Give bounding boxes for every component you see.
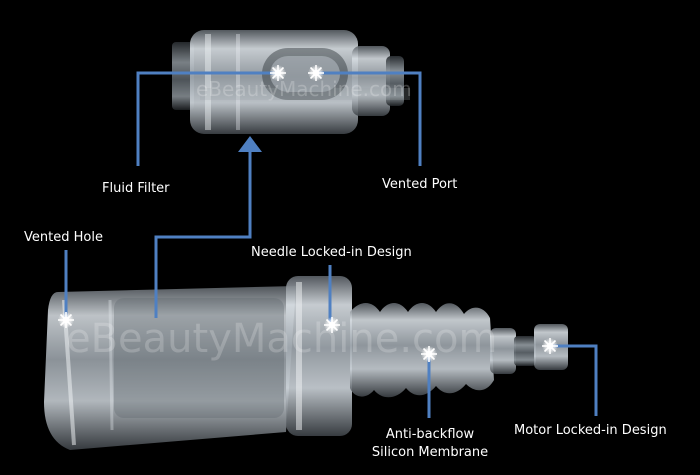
top-cartridge (172, 30, 410, 134)
anti-backflow-label: Anti-backflow Silicon Membrane (370, 426, 490, 462)
anti-backflow-label-line-1: Anti-backflow (385, 427, 475, 442)
fluid-filter-label: Fluid Filter (102, 181, 170, 196)
sparkle-vented-port (308, 65, 324, 81)
sparkle-anti-backflow (421, 346, 437, 362)
vented-hole-label: Vented Hole (24, 230, 103, 245)
sparkle-markers (58, 65, 558, 362)
needle-locked-in-label: Needle Locked-in Design (251, 245, 412, 260)
connector-arrow-head (238, 136, 262, 152)
sparkle-needle-locked-in (324, 317, 340, 333)
motor-locked-in-label: Motor Locked-in Design (514, 423, 667, 438)
watermark-bottom: eBeautyMachine.com (66, 316, 497, 362)
sparkle-vented-hole (58, 312, 74, 328)
vented-port-callout-line (316, 71, 422, 166)
vented-port-label: Vented Port (382, 177, 458, 192)
watermark-top: eBeautyMachine.com (196, 77, 412, 101)
fluid-filter-callout-line (136, 71, 278, 166)
sparkle-motor-locked-in (542, 338, 558, 354)
motor-locked-in-callout-line (550, 344, 598, 416)
anti-backflow-label-line-2: Silicon Membrane (371, 445, 489, 460)
bottom-cartridge (44, 276, 568, 450)
sparkle-fluid-filter (270, 65, 286, 81)
connector-arrow-line (154, 146, 252, 318)
callout-lines (64, 71, 598, 418)
